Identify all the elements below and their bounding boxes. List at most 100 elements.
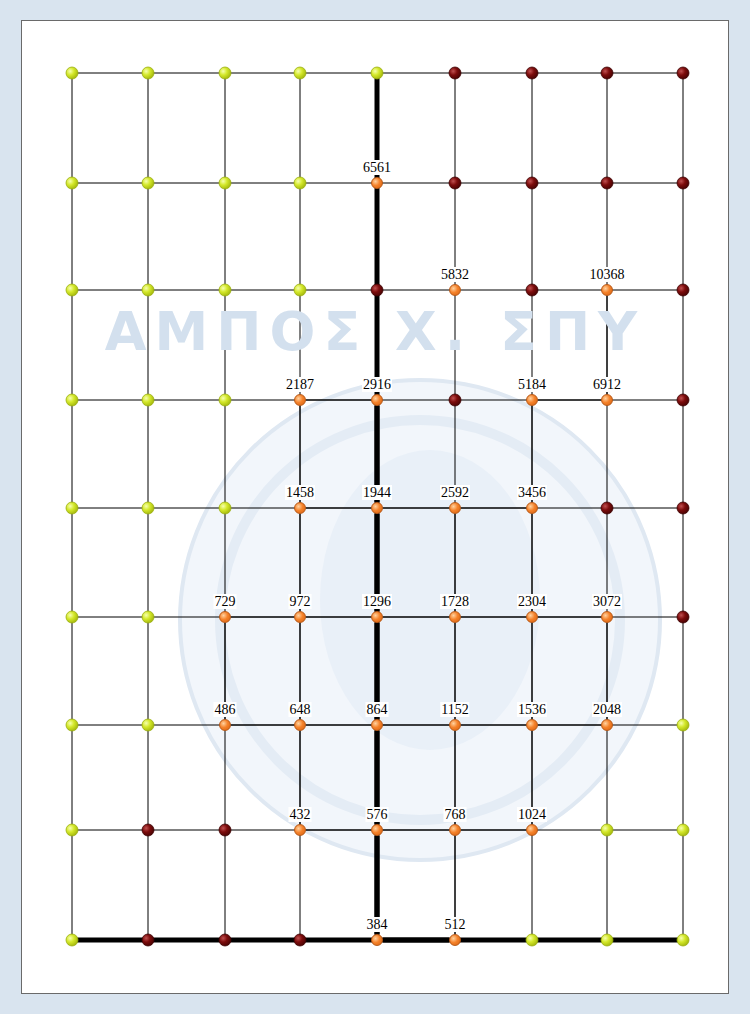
node-number: 1458: [285, 485, 315, 500]
red-dot: [371, 284, 383, 296]
red-dot: [677, 67, 689, 79]
grid-connector: [231, 725, 294, 726]
node-number: 384: [366, 917, 389, 932]
yellow-dot: [66, 394, 78, 406]
node-number: 1152: [440, 702, 469, 717]
number-node: 2187: [294, 394, 306, 406]
number-node: 1728: [449, 611, 461, 623]
red-dot: [601, 177, 613, 189]
number-node: 1024: [526, 824, 538, 836]
red-dot: [677, 177, 689, 189]
node-number: 6912: [592, 377, 622, 392]
watermark-emblem: [180, 380, 660, 860]
number-node: 729: [219, 611, 231, 623]
red-dot: [601, 502, 613, 514]
grid-connector: [306, 508, 371, 509]
grid-connector: [383, 938, 449, 943]
red-dot: [677, 502, 689, 514]
yellow-dot: [66, 611, 78, 623]
number-node: 5832: [449, 284, 461, 296]
red-dot: [449, 394, 461, 406]
grid-connector: [461, 508, 526, 509]
red-dot: [219, 934, 231, 946]
number-node: 576: [371, 824, 383, 836]
node-number: 1536: [517, 702, 547, 717]
grid-connector: [538, 400, 601, 401]
grid-connector: [383, 725, 449, 726]
red-dot: [526, 284, 538, 296]
yellow-dot: [601, 824, 613, 836]
number-node: 432: [294, 824, 306, 836]
red-dot: [449, 177, 461, 189]
node-number: 1728: [440, 594, 470, 609]
yellow-dot: [294, 177, 306, 189]
grid-connector: [231, 617, 294, 618]
yellow-dot: [66, 177, 78, 189]
node-number: 648: [289, 702, 312, 717]
yellow-dot: [142, 284, 154, 296]
grid: [72, 73, 683, 940]
number-node: 1152: [449, 719, 461, 731]
red-dot: [142, 934, 154, 946]
number-node: 1458: [294, 502, 306, 514]
emblem-ring: [220, 420, 620, 820]
node-number: 5832: [440, 267, 470, 282]
yellow-dot: [66, 502, 78, 514]
node-number: 576: [366, 807, 389, 822]
node-number: 432: [289, 807, 312, 822]
yellow-dot: [142, 719, 154, 731]
grid-connector: [461, 830, 526, 831]
yellow-dot: [142, 394, 154, 406]
yellow-dot: [677, 934, 689, 946]
red-dot: [677, 611, 689, 623]
number-node: 512: [449, 934, 461, 946]
node-number: 2592: [440, 485, 470, 500]
number-node: 3456: [526, 502, 538, 514]
yellow-dot: [66, 934, 78, 946]
number-node: 864: [371, 719, 383, 731]
node-number: 10368: [589, 267, 626, 282]
yellow-dot: [219, 177, 231, 189]
red-dot: [526, 177, 538, 189]
red-dot: [677, 394, 689, 406]
panel: [22, 21, 729, 994]
grid-connector: [461, 617, 526, 618]
number-node: 972: [294, 611, 306, 623]
number-node: 2048: [601, 719, 613, 731]
red-dot: [219, 824, 231, 836]
node-number: 2304: [517, 594, 547, 609]
number-node: 768: [449, 824, 461, 836]
yellow-dot: [219, 284, 231, 296]
yellow-dot: [142, 502, 154, 514]
number-node: 1296: [371, 611, 383, 623]
number-node: 10368: [601, 284, 613, 296]
yellow-dot: [219, 394, 231, 406]
red-dot: [449, 67, 461, 79]
yellow-dot: [66, 719, 78, 731]
node-number: 2048: [592, 702, 622, 717]
number-node: 1944: [371, 502, 383, 514]
node-number: 768: [444, 807, 467, 822]
yellow-dot: [677, 824, 689, 836]
grid-connector: [306, 400, 371, 401]
node-number: 972: [289, 594, 312, 609]
node-number: 3072: [592, 594, 622, 609]
number-node: 2304: [526, 611, 538, 623]
number-node: 5184: [526, 394, 538, 406]
node-number: 486: [214, 702, 237, 717]
node-number: 512: [444, 917, 467, 932]
yellow-dot: [142, 67, 154, 79]
red-dot: [294, 934, 306, 946]
yellow-dot: [294, 284, 306, 296]
grid-connector: [461, 725, 526, 726]
number-node: 3072: [601, 611, 613, 623]
yellow-dot: [601, 934, 613, 946]
number-node: 648: [294, 719, 306, 731]
grid-connector: [383, 508, 449, 509]
node-number: 5184: [517, 377, 547, 392]
grid-connector: [306, 725, 371, 726]
yellow-dot: [142, 611, 154, 623]
number-node: 486: [219, 719, 231, 731]
